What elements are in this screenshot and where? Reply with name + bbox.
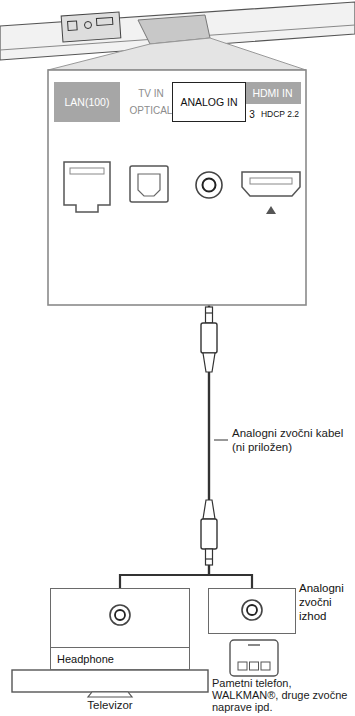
headphone-jack [110,605,130,625]
port-label: ANALOG IN [173,83,245,121]
port-label: LAN(100) [54,82,120,122]
device-label: Pametni telefon, WALKMAN®, druge zvočne … [212,678,354,713]
jack-label: Headphone [51,647,189,669]
port-spec: HDCP 2.2 [258,106,302,122]
jack-heading: Analogni zvočni izhod [299,581,355,623]
phone-speaker [248,644,260,645]
plug-body [201,519,217,549]
phone-button [238,662,247,670]
phone-button [261,662,270,670]
headphone-jack-box: Headphone [50,588,190,670]
port-label: HDMI IN [244,82,301,104]
device-label: Televizor [60,699,160,713]
plug-ring [206,558,213,559]
plug-relief [203,500,215,519]
rear-panel-box: LAN(100)TV INOPTICAL HDMI IN 3HDCP 2.2 ANAL… [48,70,306,305]
tv-stand [88,692,132,697]
hdmi-port-inner [250,178,292,184]
port-label: TV IN [124,85,178,102]
lan-port-inner [70,168,104,174]
callout-wedge [48,38,306,70]
lan-port [64,162,110,212]
optical-port-inner [138,174,160,196]
plug-body [201,323,217,353]
plug-tip [206,307,213,323]
analog-jack [196,172,222,198]
audio-out-jack-hole [247,605,257,615]
input-label-box: ANALOG IN [172,82,246,122]
optical-port [130,166,168,202]
rear-panel [48,70,306,305]
port-label: OPTICAL [124,102,178,119]
leader-line [214,440,228,441]
headphone-jack-hole [115,610,125,620]
soundbar-port [96,17,112,25]
plug-relief [203,353,215,372]
cable-label: Analogni zvočni kabel (ni priložen) [232,427,352,454]
soundbar-port [68,21,78,31]
soundbar-port-panel [61,12,121,42]
analog-jack-hole [203,179,216,192]
hdmi-arrow [266,206,276,214]
hdmi-port [242,172,300,196]
audio-cable [120,305,209,588]
soundbar-port [85,22,92,29]
audio-out-box: Analogni zvočni izhod [208,588,296,634]
plug-ring [206,312,213,313]
port-number: 3 [246,106,258,122]
tv-screen [12,670,208,692]
phone-button [250,662,259,670]
plug-tip [206,549,213,565]
audio-out-jack [242,600,262,620]
phone-icon [230,640,278,676]
